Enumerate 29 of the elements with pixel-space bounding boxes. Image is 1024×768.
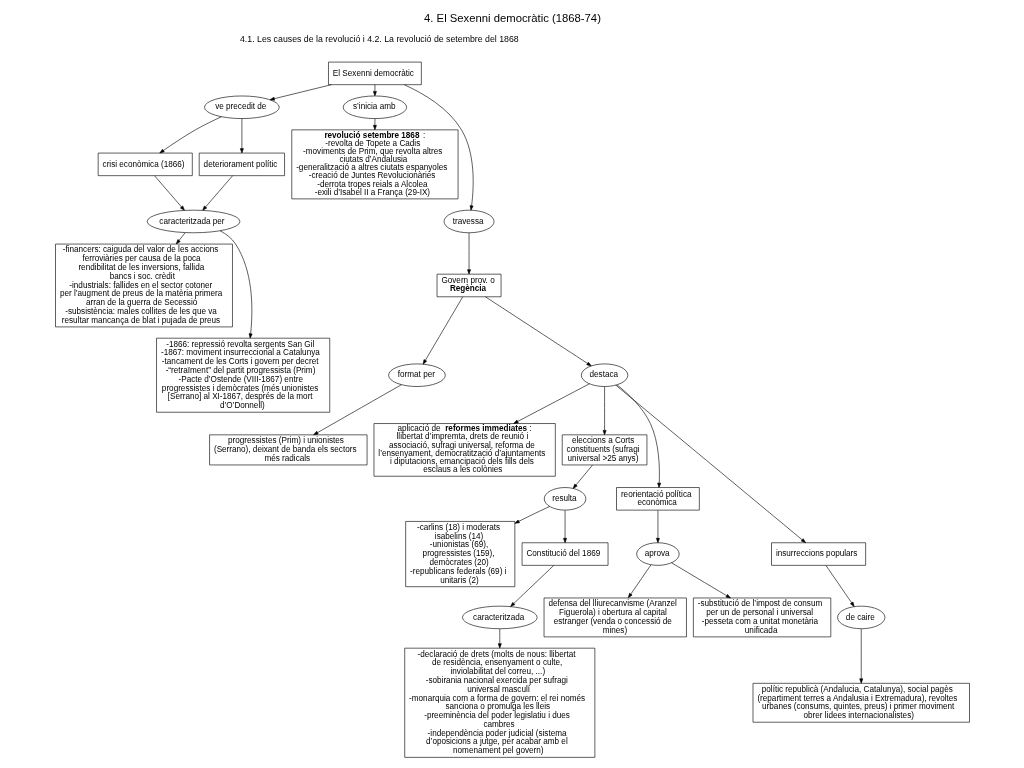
arrow: [572, 464, 593, 489]
arrow: [159, 116, 222, 154]
label: 4.1. Les causes de la revolució i 4.2. La revolució de setembre del 1868: [239, 33, 519, 44]
arrow: [562, 510, 567, 544]
arrow: [153, 175, 185, 211]
arrow: [466, 232, 471, 275]
arrow: [512, 383, 590, 424]
arrow: [825, 565, 854, 607]
arrow: [175, 232, 185, 245]
arrow: [269, 84, 332, 101]
arrow: [239, 118, 244, 154]
arrow: [372, 84, 377, 97]
arrow: [670, 562, 731, 599]
arrow: [201, 175, 233, 211]
diagram-title: 4. El Sexenni democràtic (1868-74): [423, 12, 601, 25]
arrow: [422, 296, 463, 365]
arrow: [627, 564, 651, 599]
arrow: [372, 118, 377, 131]
arrow: [497, 628, 502, 649]
arrow: [858, 628, 863, 684]
arrow: [655, 510, 660, 544]
arrow: [509, 565, 554, 607]
arrow: [602, 386, 606, 436]
arrow: [312, 384, 402, 436]
arrow: [616, 384, 661, 488]
arrow: [403, 84, 473, 211]
arrow: [614, 384, 806, 543]
arrow: [484, 296, 592, 367]
arrow: [514, 506, 550, 524]
